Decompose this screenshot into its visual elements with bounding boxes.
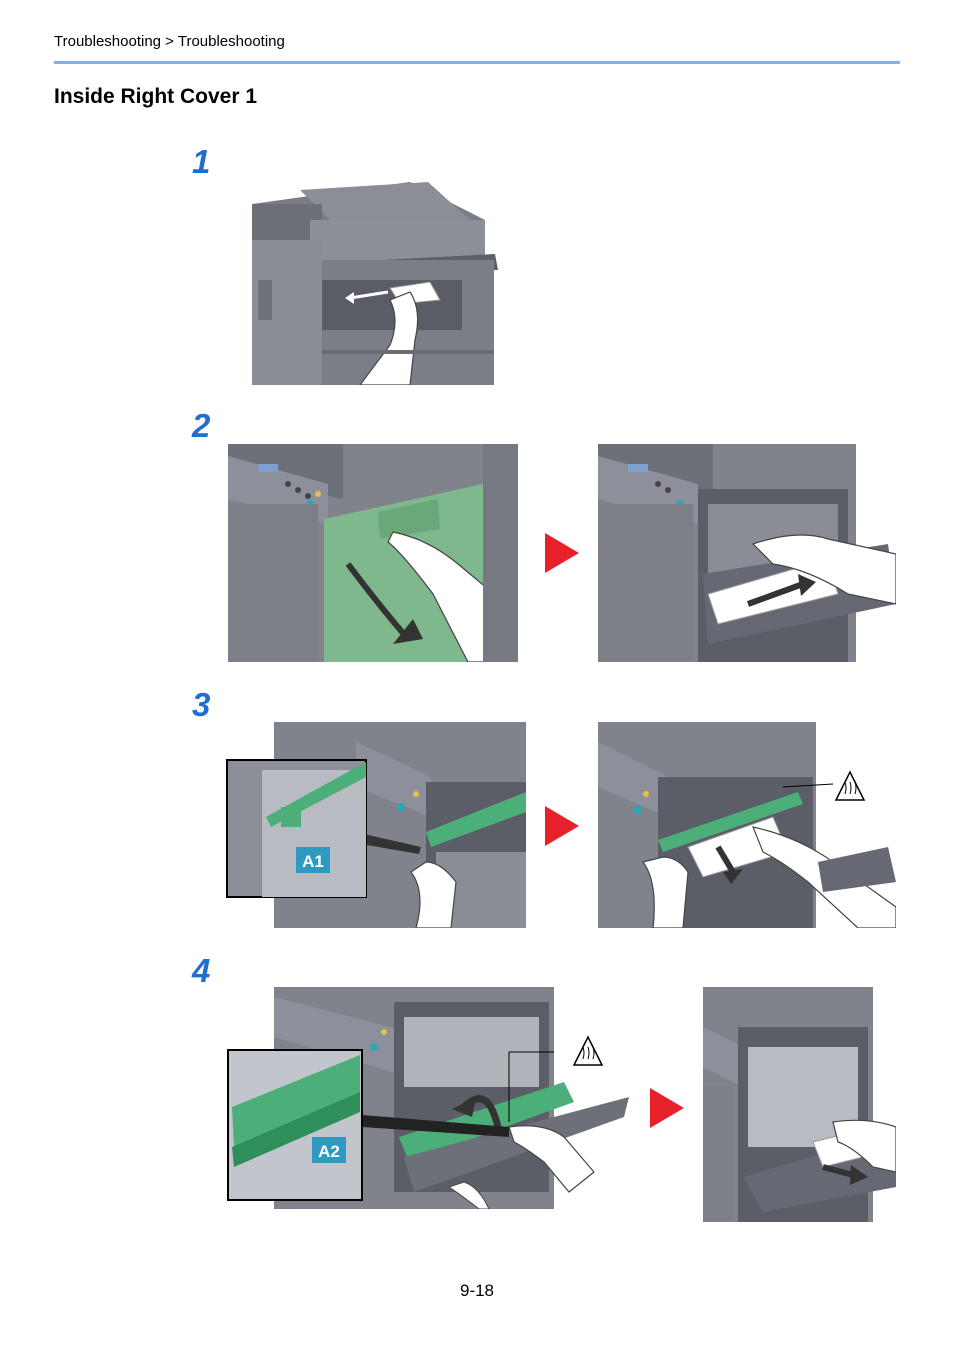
next-arrow-step-2 [545, 533, 579, 573]
step-3b-illustration [598, 722, 896, 928]
step-4a-illustration: A2 [224, 987, 630, 1209]
step-2a-illustration [228, 444, 518, 662]
step-number-4: 4 [192, 952, 211, 989]
step-2b-illustration [598, 444, 896, 662]
callout-a2: A2 [318, 1142, 340, 1161]
next-arrow-step-3 [545, 806, 579, 846]
step-1-illustration [250, 180, 500, 385]
section-title: Inside Right Cover 1 [54, 85, 258, 108]
step-number-1: 1 [192, 143, 211, 180]
next-arrow-step-4 [650, 1088, 684, 1128]
header-divider [54, 61, 900, 64]
page-number: 9-18 [459, 1281, 495, 1300]
step-number-2: 2 [192, 407, 211, 444]
step-number-3: 3 [192, 686, 211, 723]
step-3a-illustration: A1 [226, 722, 526, 928]
callout-a1: A1 [302, 852, 324, 871]
step-4b-illustration [703, 987, 896, 1222]
breadcrumb: Troubleshooting > Troubleshooting [54, 33, 285, 50]
